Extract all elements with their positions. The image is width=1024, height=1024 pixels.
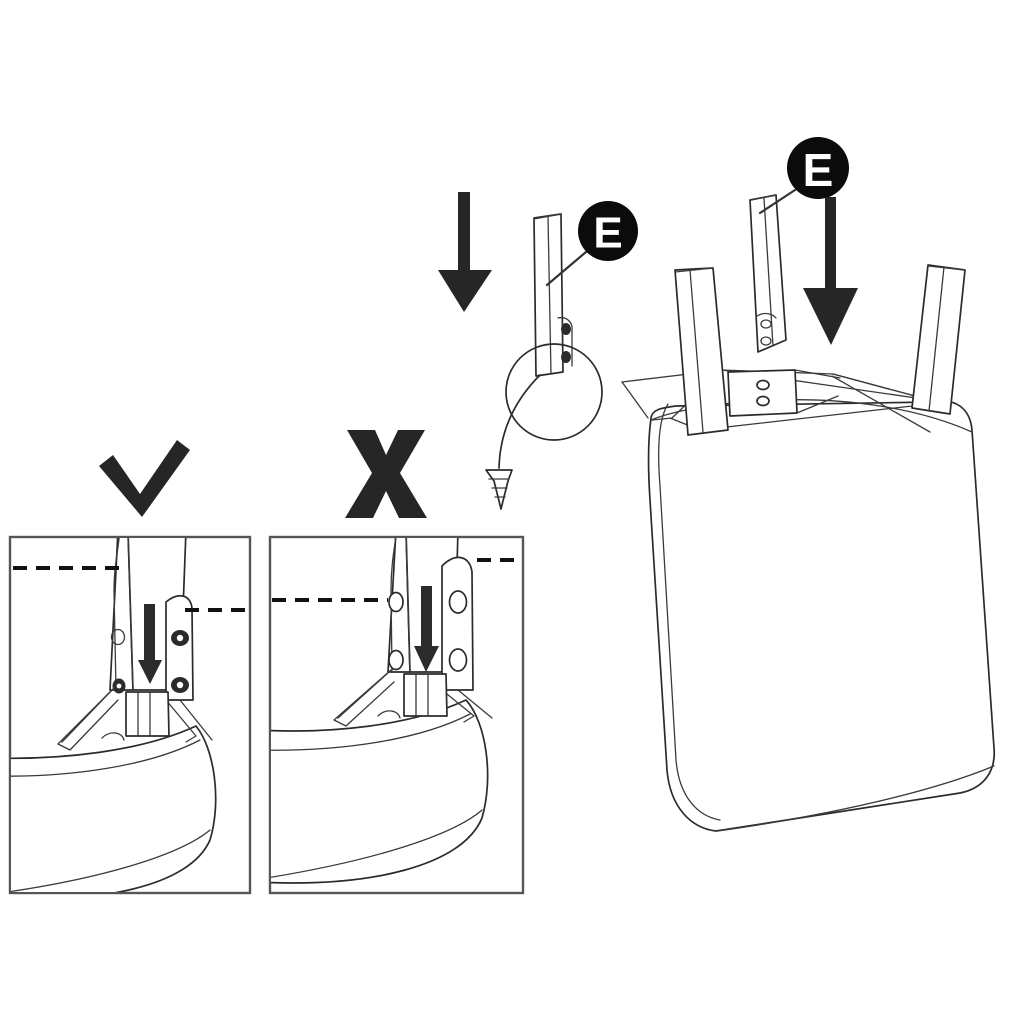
panel-incorrect <box>268 535 525 895</box>
chair-leg-front-left <box>674 267 729 436</box>
detail-magnifier <box>505 343 603 441</box>
chair-body <box>647 399 996 832</box>
frame-bracket-plate <box>727 369 841 417</box>
callout-leader-line <box>758 188 797 215</box>
callout-badge-label: E <box>803 144 834 196</box>
part-e-left-group <box>438 192 603 510</box>
screw-icon <box>485 469 513 510</box>
screw-hole-empty <box>448 648 468 672</box>
arrow-detail-correct <box>138 604 162 684</box>
screw-head-seated <box>171 677 189 693</box>
screw-head-seated <box>171 630 189 646</box>
part-e-left <box>533 213 573 377</box>
part-e-right <box>749 194 787 353</box>
arrow-detail-incorrect <box>414 586 439 672</box>
magnifier-pointer <box>498 374 541 469</box>
callout-e-left[interactable]: E <box>545 201 638 287</box>
callout-e-right[interactable]: E <box>758 137 849 215</box>
chair-assembly-group <box>621 194 996 832</box>
callout-badge-circle <box>578 201 638 261</box>
panel-correct <box>8 535 252 895</box>
callout-badge-label: E <box>593 209 622 258</box>
check-mark-icon <box>99 440 190 517</box>
cross-mark-icon <box>345 430 427 518</box>
chair-leg-front-right <box>911 264 966 415</box>
callout-badge-circle <box>787 137 849 199</box>
screw-hole-empty <box>388 591 404 613</box>
screw-hole-empty <box>388 649 404 671</box>
arrow-insert-left <box>438 192 492 312</box>
arrow-insert-right <box>803 197 858 345</box>
screw-hole-empty <box>448 590 468 614</box>
callout-leader-line <box>545 250 588 287</box>
